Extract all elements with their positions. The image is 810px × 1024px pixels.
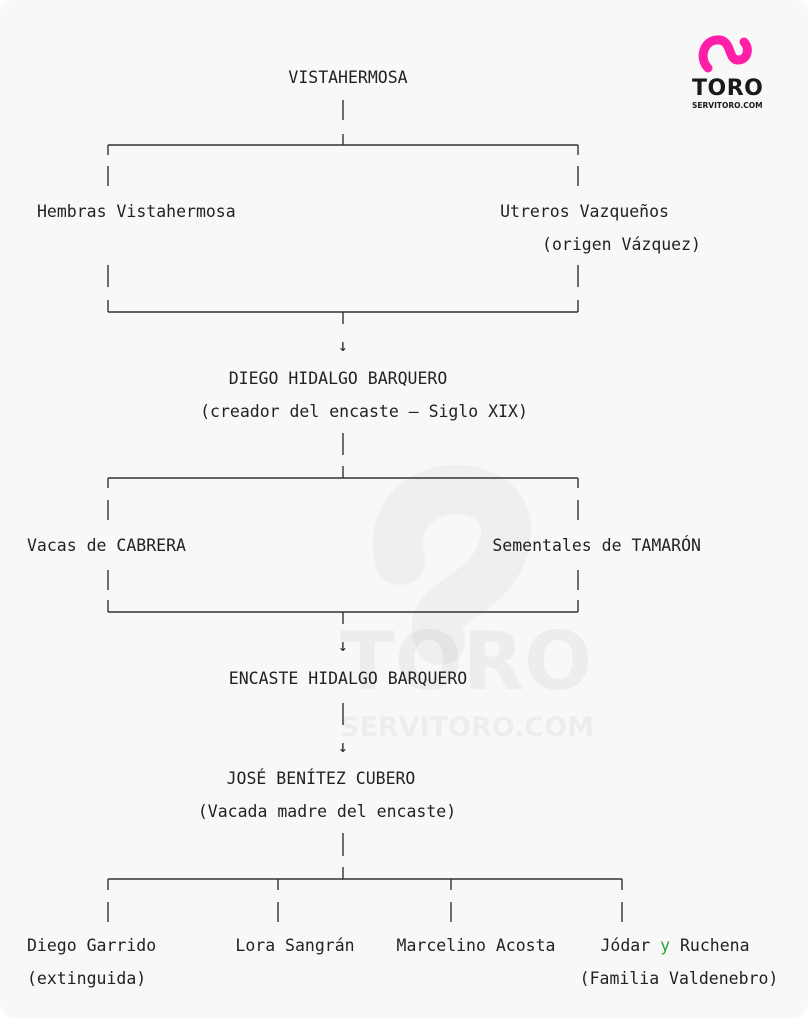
branch-ruchena-label: Ruchena	[679, 936, 750, 955]
node-creator: DIEGO HIDALGO BARQUERO	[228, 369, 448, 388]
branch-jodar-ruchena-note: (Familia Valdenebro)	[579, 969, 779, 988]
node-mother-subtitle: (Vacada madre del encaste)	[197, 802, 457, 821]
arrow-down-icon: ↓	[338, 636, 348, 655]
watermark-name: TORO	[340, 615, 592, 708]
arrow-down-icon: ↓	[338, 737, 348, 756]
branch-jodar-label: Jódar	[600, 936, 651, 955]
branch-lora-sangran: Lora Sangrán	[235, 936, 355, 955]
branch-conjunction: y	[660, 936, 671, 955]
branch-marcelino-acosta: Marcelino Acosta	[396, 936, 556, 955]
branch-jodar-ruchena: Jódar y Ruchena	[600, 936, 749, 956]
watermark-url: SERVITORO.COM	[340, 712, 594, 743]
node-encaste: ENCASTE HIDALGO BARQUERO	[228, 669, 468, 688]
node-creator-subtitle: (creador del encaste – Siglo XIX)	[200, 402, 528, 421]
node-utreros-vazquenos: Utreros Vazqueños	[500, 202, 669, 221]
node-mother: JOSÉ BENÍTEZ CUBERO	[226, 769, 416, 788]
arrow-down-icon: ↓	[338, 336, 348, 355]
s-swoosh-icon	[698, 35, 752, 73]
node-vacas-cabrera: Vacas de CABRERA	[27, 536, 186, 555]
node-utreros-vazquenos-note: (origen Vázquez)	[542, 235, 701, 254]
node-root: VISTAHERMOSA	[288, 68, 408, 87]
logo-wordmark: TORO	[692, 76, 764, 101]
branch-diego-garrido: Diego Garrido	[27, 936, 157, 955]
branch-diego-garrido-note: (extinguida)	[27, 969, 147, 988]
node-sementales-tamaron: Sementales de TAMARÓN	[492, 536, 701, 555]
logo-url: SERVITORO.COM	[692, 101, 763, 110]
node-hembras-vistahermosa: Hembras Vistahermosa	[37, 202, 236, 221]
